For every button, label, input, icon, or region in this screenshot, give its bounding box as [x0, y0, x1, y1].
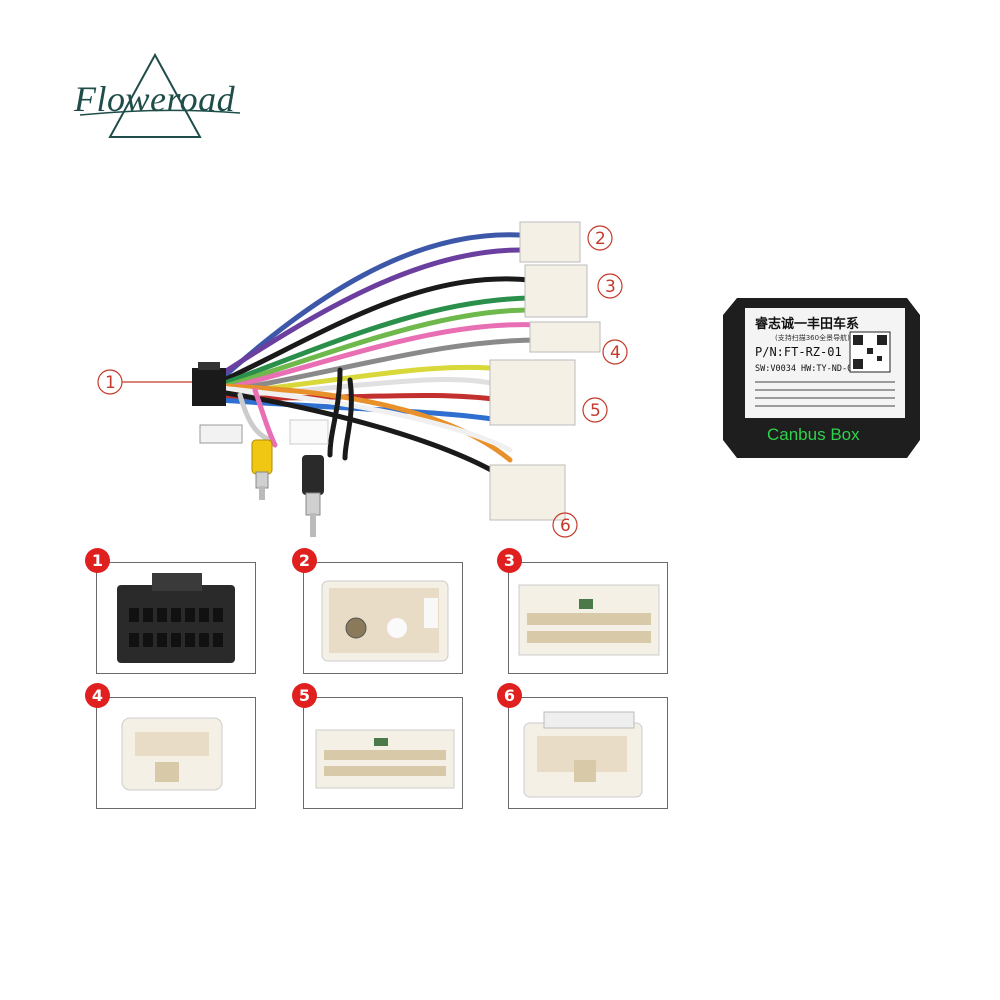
connector-panel-5	[303, 697, 463, 809]
canbus-box: 睿志诚一丰田车系 (支持扫描360全景导航) P/N:FT-RZ-01 SW:V…	[723, 298, 920, 458]
callout-2: 2	[595, 229, 606, 249]
connector-badge-4: 4	[85, 683, 110, 708]
callout-1: 1	[105, 373, 116, 393]
callout-4: 4	[610, 343, 621, 363]
connector-panel-1	[96, 562, 256, 674]
sticker-title: 睿志诚一丰田车系	[755, 316, 859, 332]
callout-6: 6	[560, 516, 571, 536]
floweroad-logo	[79, 52, 241, 138]
qr-code-icon	[849, 331, 891, 373]
logo-brand-text: Floweroad	[74, 79, 236, 119]
connector-badge-3: 3	[497, 548, 522, 573]
sticker-pn: P/N:FT-RZ-01	[755, 345, 842, 359]
connector-panel-2	[303, 562, 463, 674]
connector-badge-5: 5	[292, 683, 317, 708]
sticker-subtitle: (支持扫描360全景导航)	[775, 333, 850, 342]
callout-5: 5	[590, 401, 601, 421]
connector-panel-4	[96, 697, 256, 809]
connector-panel-6	[508, 697, 668, 809]
connector-badge-6: 6	[497, 683, 522, 708]
connector-badge-1: 1	[85, 548, 110, 573]
sticker-sw: SW:V0034 HW:TY-ND-0102	[755, 364, 868, 374]
connector-panel-3	[508, 562, 668, 674]
canbus-label: Canbus Box	[767, 425, 860, 444]
callout-3: 3	[605, 277, 616, 297]
connector-badge-2: 2	[292, 548, 317, 573]
wiring-harness: 1 2 3 4 5 6	[97, 221, 628, 538]
